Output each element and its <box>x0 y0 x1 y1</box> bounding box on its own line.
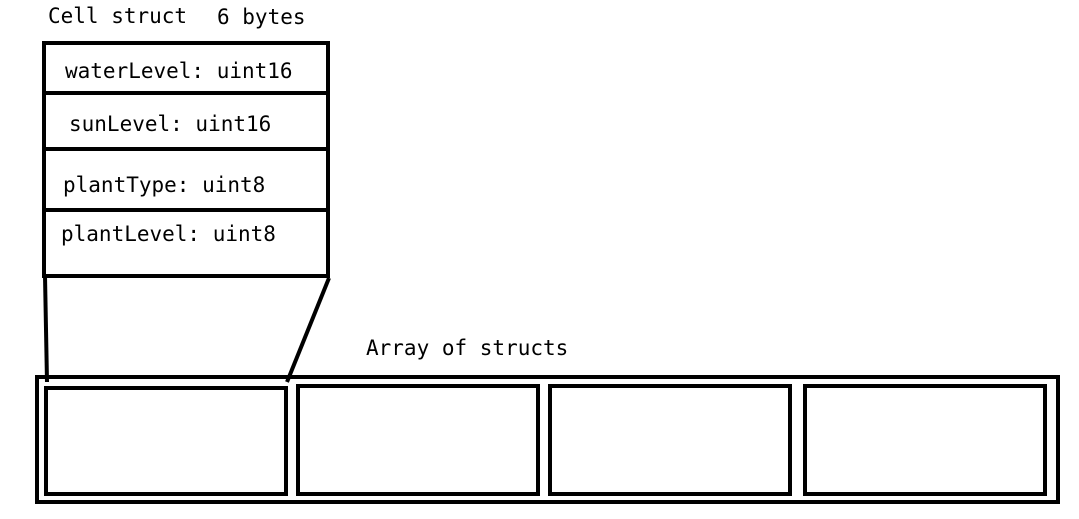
expand-connector <box>43 275 331 383</box>
field-plant-level: plantLevel: uint8 <box>61 222 276 246</box>
array-outline <box>35 375 1060 504</box>
struct-box <box>42 41 330 278</box>
struct-outline <box>42 41 330 278</box>
struct-title: Cell struct <box>48 4 187 28</box>
array-cell <box>548 384 792 496</box>
array-cell <box>296 384 540 496</box>
array-cell <box>803 384 1047 496</box>
field-plant-type: plantType: uint8 <box>63 173 265 197</box>
field-water-level: waterLevel: uint16 <box>65 59 293 83</box>
field-sun-level: sunLevel: uint16 <box>69 112 271 136</box>
array-cell <box>44 386 288 496</box>
connector-right <box>285 277 331 383</box>
connector-left <box>43 275 49 383</box>
array-cells <box>44 384 1047 496</box>
struct-size: 6 bytes <box>217 5 306 29</box>
array-label: Array of structs <box>366 336 568 360</box>
